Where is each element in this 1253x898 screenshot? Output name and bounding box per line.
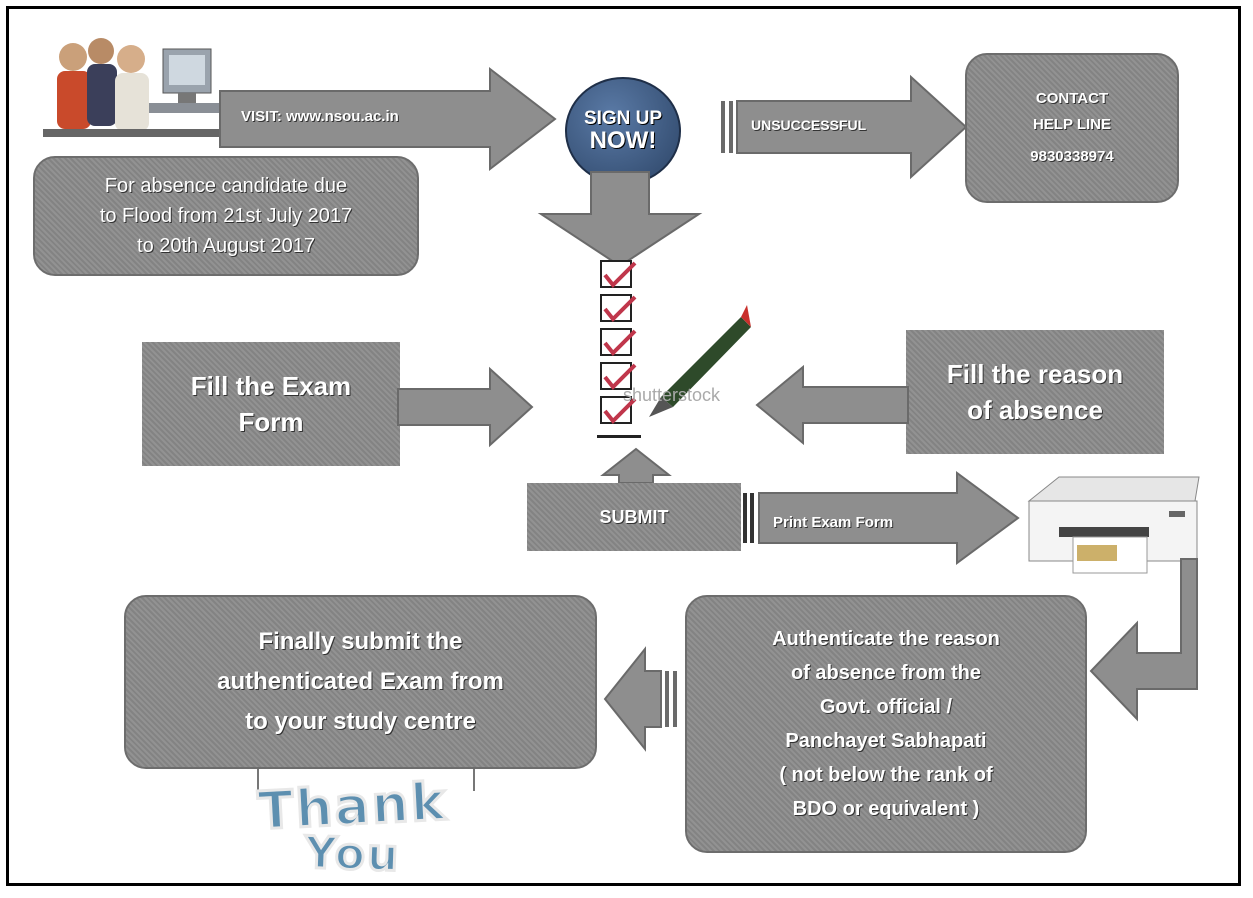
sign-up-now-badge[interactable]: SIGN UP NOW! (565, 77, 681, 185)
flowchart-frame: VISIT: www.nsou.ac.in SIGN UP NOW! UNSUC… (6, 6, 1241, 886)
thank-you-string-left (257, 769, 259, 791)
unsuccessful-arrow (721, 74, 968, 180)
print-label: Print Exam Form (773, 514, 894, 531)
printer-icon (1027, 476, 1200, 574)
authenticate-box: Authenticate the reason of absence from … (685, 595, 1087, 853)
sign-up-line2: NOW! (589, 127, 657, 154)
unsuccessful-label: UNSUCCESSFUL (751, 117, 867, 133)
visit-arrow (219, 66, 557, 172)
submit-box[interactable]: SUBMIT (527, 483, 741, 551)
fill-reason-box[interactable]: Fill the reason of absence (906, 330, 1164, 454)
checklist-icon (597, 260, 751, 438)
absence-note-box: For absence candidate due to Flood from … (33, 156, 419, 276)
down-arrow (537, 171, 703, 268)
checklist-watermark: shutterstock (623, 385, 721, 405)
fill-exam-arrow (397, 366, 534, 448)
visit-label[interactable]: VISIT: www.nsou.ac.in (241, 108, 399, 125)
people-computers-illustration (43, 38, 233, 137)
thank-you-line2: You (303, 826, 403, 883)
contact-helpline-box: CONTACT HELP LINE 9830338974 (965, 53, 1179, 203)
sign-up-line1: SIGN UP (583, 108, 663, 129)
print-arrow (743, 471, 1020, 565)
thank-you-string-right (473, 769, 475, 791)
contact-phone[interactable]: 9830338974 (1030, 148, 1114, 165)
thank-you-sign: Thank You (163, 771, 543, 884)
printer-down-arrow (1089, 558, 1198, 722)
final-submit-box: Finally submit the authenticated Exam fr… (124, 595, 597, 769)
contact-line1: CONTACT (1035, 90, 1109, 107)
fill-exam-form-box[interactable]: Fill the Exam Form (142, 342, 400, 466)
final-arrow (603, 646, 677, 752)
up-arrow (600, 447, 672, 484)
contact-line2: HELP LINE (1032, 116, 1112, 133)
fill-reason-arrow (755, 364, 909, 446)
